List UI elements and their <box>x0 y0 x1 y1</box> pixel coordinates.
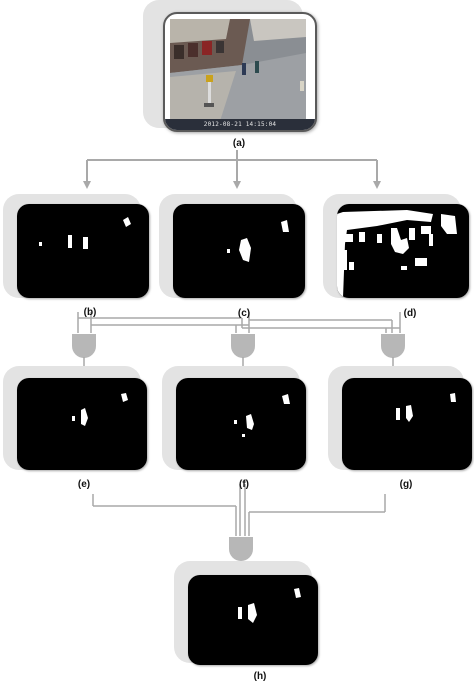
source-frame-panel: 2012-08-21 14:15:04 <box>143 0 318 132</box>
mask-panel-d <box>323 194 473 304</box>
fan-out-arrows <box>83 150 381 189</box>
label-c: (c) <box>237 308 251 319</box>
foreground-mask-b <box>39 217 131 249</box>
combine-lines <box>92 484 386 536</box>
result-screen-e <box>17 378 147 470</box>
and-gate-final <box>229 537 253 561</box>
final-panel-h <box>174 561 324 669</box>
mask-panel-b <box>3 194 153 304</box>
result-mask-g <box>396 393 456 422</box>
result-mask-e <box>72 393 128 426</box>
final-screen-h <box>188 575 318 665</box>
label-h: (h) <box>253 671 267 682</box>
mask-panel-c <box>159 194 309 304</box>
label-f: (f) <box>239 479 249 490</box>
foreground-mask-d <box>337 210 457 298</box>
source-frame: 2012-08-21 14:15:04 <box>163 12 317 132</box>
result-screen-g <box>342 378 472 470</box>
street-scene-image <box>170 19 306 121</box>
result-panel-f <box>162 366 312 476</box>
label-g: (g) <box>399 479 413 490</box>
label-e: (e) <box>77 479 91 490</box>
mask-screen-c <box>173 204 305 298</box>
foreground-mask-c <box>227 220 289 262</box>
final-mask-h <box>238 588 301 623</box>
label-a: (a) <box>232 138 246 149</box>
and-gate-1 <box>72 334 96 358</box>
mask-to-gate-lines <box>77 312 401 333</box>
label-b: (b) <box>83 307 97 318</box>
mask-screen-b <box>17 204 149 298</box>
result-mask-f <box>234 394 290 437</box>
and-gate-3 <box>381 334 405 358</box>
result-panel-e <box>3 366 153 476</box>
mask-screen-d <box>337 204 469 298</box>
and-gate-2 <box>231 334 255 358</box>
result-panel-g <box>328 366 474 476</box>
label-d: (d) <box>403 308 417 319</box>
result-screen-f <box>176 378 306 470</box>
timestamp: 2012-08-21 14:15:04 <box>165 119 315 130</box>
